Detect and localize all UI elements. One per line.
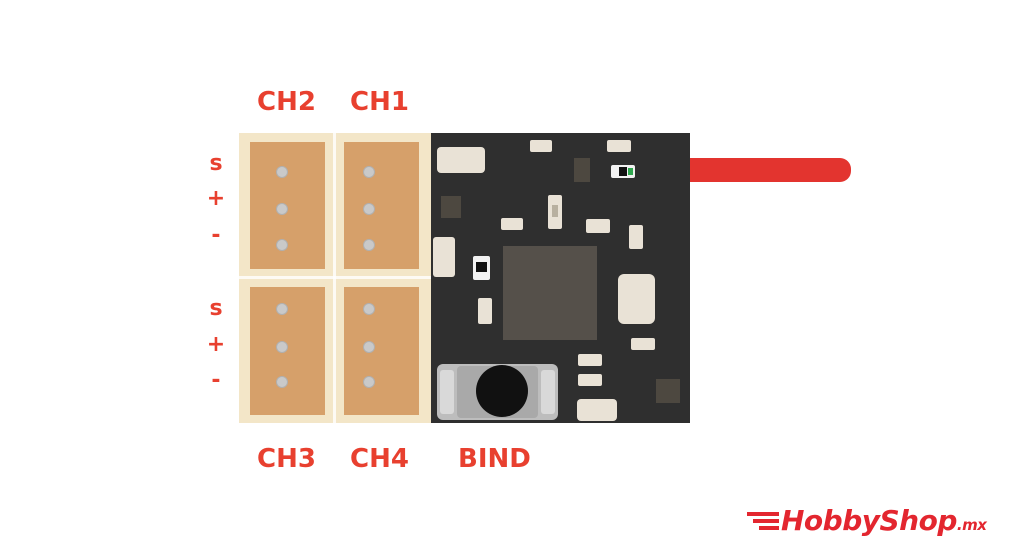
capacitor-bottom [577, 399, 617, 421]
dark-component-top [574, 158, 590, 182]
bind-button-lead-right [541, 370, 555, 414]
ch1-port [344, 142, 419, 269]
led-die [619, 167, 627, 176]
logo-hobby: Hobby [781, 504, 880, 537]
bind-button-lead-left [440, 370, 454, 414]
speed-lines-icon [747, 512, 779, 530]
bind-label: BIND [458, 444, 531, 474]
ch3-label: CH3 [257, 444, 316, 474]
dark-pad-right [656, 379, 680, 403]
ch4-port [344, 287, 419, 415]
ch4-pin-plus [363, 341, 375, 353]
dark-pad-left [441, 196, 461, 218]
crystal-core [552, 205, 558, 217]
main-chip [503, 246, 597, 340]
ch3-pin-plus [276, 341, 288, 353]
connector-block [239, 133, 431, 423]
resistor-stack-1 [578, 354, 602, 366]
logo-suffix: .mx [956, 516, 987, 534]
receiver-pcb [431, 133, 690, 423]
logo-shop: Shop [879, 504, 958, 537]
resistor-stack-2 [578, 374, 602, 386]
ch2-pin-minus [276, 239, 288, 251]
ch3-port [250, 287, 325, 415]
pin-label-minus-top: - [211, 223, 221, 248]
logo-wordmark: HobbyShop.mx [781, 504, 987, 537]
bind-button[interactable] [437, 364, 558, 420]
resistor-mid-right [586, 219, 610, 233]
ch2-pin-signal [276, 166, 288, 178]
hobbyshop-logo: HobbyShop.mx [747, 504, 1017, 540]
ch2-label: CH2 [257, 87, 316, 117]
ch3-pin-signal [276, 303, 288, 315]
capacitor-left-edge [433, 237, 455, 277]
ch4-pin-minus [363, 376, 375, 388]
transistor-body [476, 262, 487, 272]
crystal-vertical [548, 195, 562, 229]
ch4-label: CH4 [350, 444, 409, 474]
ch1-pin-signal [363, 166, 375, 178]
resistor-lower-right [631, 338, 655, 350]
ch1-pin-plus [363, 203, 375, 215]
resistor-top-right [607, 140, 631, 152]
led-indicator [611, 165, 635, 178]
ch3-pin-minus [276, 376, 288, 388]
ch4-pin-signal [363, 303, 375, 315]
pin-label-minus-bottom: - [211, 368, 221, 393]
resistor-top [530, 140, 552, 152]
ch1-pin-minus [363, 239, 375, 251]
capacitor-large-right [618, 274, 655, 324]
ch2-port [250, 142, 325, 269]
pin-label-signal-top: s [209, 151, 223, 176]
pin-label-signal-bottom: s [209, 296, 223, 321]
capacitor-vertical-right [629, 225, 643, 249]
pin-label-plus-bottom: + [206, 332, 226, 357]
capacitor-top-left [437, 147, 485, 173]
bind-button-cap[interactable] [476, 365, 528, 417]
housing-divider-horizontal [239, 276, 431, 279]
pin-label-plus-top: + [206, 186, 226, 211]
resistor-mid-left [501, 218, 523, 230]
ch2-pin-plus [276, 203, 288, 215]
ch1-label: CH1 [350, 87, 409, 117]
led-green-mark [628, 168, 633, 175]
transistor [473, 256, 490, 280]
resistor-vertical-left [478, 298, 492, 324]
